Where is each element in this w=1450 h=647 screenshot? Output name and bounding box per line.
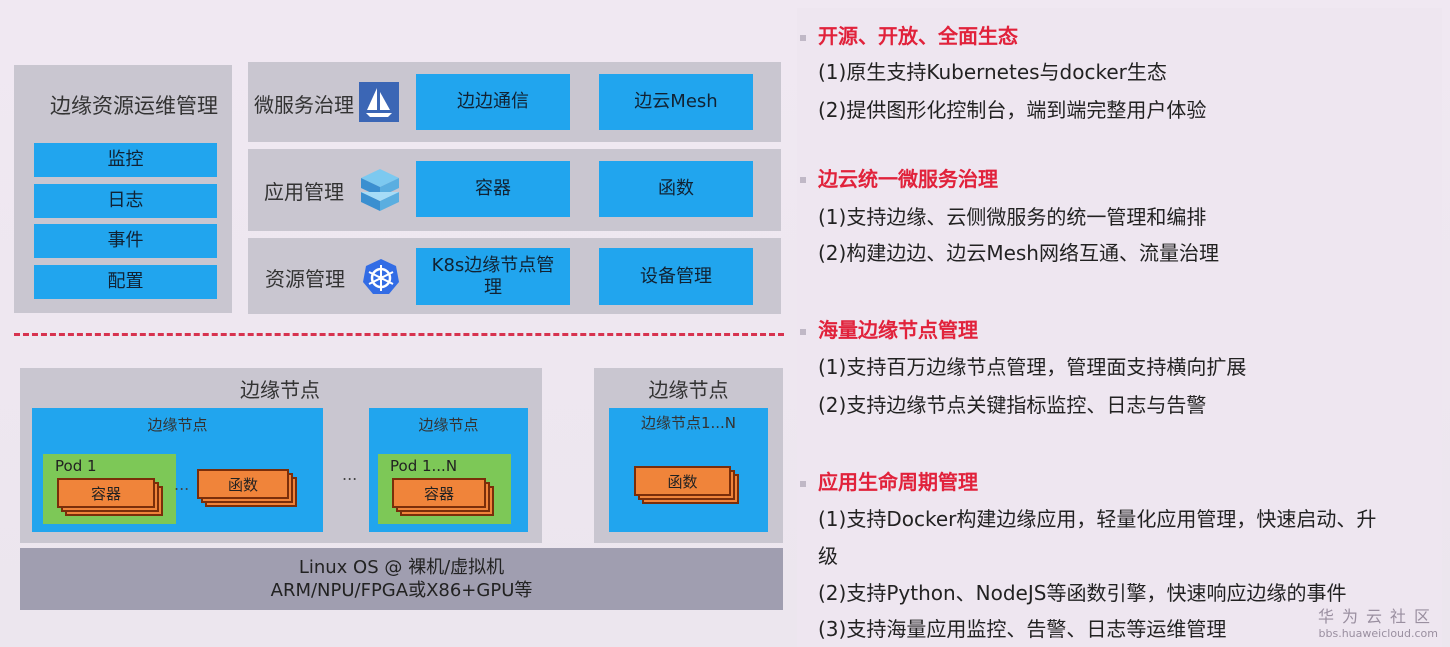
feature-1-item-2: (2)提供图形化控制台，端到端完整用户体验 <box>818 98 1207 122</box>
container-stack-a: 容器 <box>57 478 163 516</box>
container-card-a: 容器 <box>57 478 155 508</box>
bullet-2 <box>800 177 806 183</box>
k8s-node-mgmt-box: K8s边缘节点管理 <box>416 248 570 305</box>
edge-node-group-2-title: 边缘节点 <box>648 378 729 402</box>
pod-b-label: Pod 1...N <box>390 457 458 475</box>
device-mgmt-box: 设备管理 <box>599 248 753 305</box>
function-card-a: 函数 <box>197 469 289 499</box>
feature-1-title: 开源、开放、全面生态 <box>818 24 1018 48</box>
watermark: 华为云社区 bbs.huaweicloud.com <box>1318 603 1438 640</box>
feature-3-item-1: (1)支持百万边缘节点管理，管理面支持横向扩展 <box>818 355 1247 379</box>
container-card-b: 容器 <box>392 478 486 508</box>
feature-1-item-1: (1)原生支持Kubernetes与docker生态 <box>818 60 1167 84</box>
function-box: 函数 <box>599 161 753 217</box>
feature-3-title: 海量边缘节点管理 <box>818 318 978 342</box>
feature-4-item-3: (3)支持海量应用监控、告警、日志等运维管理 <box>818 617 1227 641</box>
function-stack-c: 函数 <box>634 466 739 504</box>
pod-a-label: Pod 1 <box>55 457 97 475</box>
os-line-1: Linux OS @ 裸机/虚拟机 <box>298 557 505 578</box>
layer-separator <box>14 333 784 336</box>
container-stack-icon <box>355 165 405 217</box>
bullet-1 <box>800 35 806 41</box>
feature-2-item-2: (2)构建边边、边云Mesh网络互通、流量治理 <box>818 241 1219 265</box>
feature-2-item-1: (1)支持边缘、云侧微服务的统一管理和编排 <box>818 205 1207 229</box>
microservice-label: 微服务治理 <box>254 92 354 117</box>
ops-panel-title: 边缘资源运维管理 <box>50 94 218 118</box>
feature-4-item-2: (2)支持Python、NodeJS等函数引擎，快速响应边缘的事件 <box>818 581 1347 605</box>
edge-node-group-1-title: 边缘节点 <box>240 378 320 402</box>
resource-mgmt-label: 资源管理 <box>265 266 345 291</box>
istio-sail-icon <box>359 82 399 122</box>
edge-node-b-title: 边缘节点 <box>418 416 479 434</box>
feature-4-title: 应用生命周期管理 <box>818 470 978 494</box>
kubernetes-helm-icon <box>361 257 401 297</box>
edge-cloud-mesh-box: 边云Mesh <box>599 74 753 130</box>
container-box: 容器 <box>416 161 570 217</box>
ellipsis-inner: ... <box>174 475 190 494</box>
ellipsis-outer: ... <box>342 465 358 484</box>
watermark-url: bbs.huaweicloud.com <box>1318 627 1438 640</box>
app-mgmt-label: 应用管理 <box>264 179 344 204</box>
ops-item-event: 事件 <box>34 224 217 258</box>
ops-item-log: 日志 <box>34 184 217 218</box>
feature-4-item-1-cont: 级 <box>818 544 838 568</box>
edge-edge-comm-box: 边边通信 <box>416 74 570 130</box>
edge-node-a-title: 边缘节点 <box>147 416 208 434</box>
feature-4-item-1: (1)支持Docker构建边缘应用，轻量化应用管理，快速启动、升 <box>818 507 1377 531</box>
bullet-3 <box>800 329 806 335</box>
container-stack-b: 容器 <box>392 478 494 516</box>
os-bar: Linux OS @ 裸机/虚拟机 ARM/NPU/FPGA或X86+GPU等 <box>20 548 783 610</box>
feature-panel <box>797 8 1442 647</box>
os-line-2: ARM/NPU/FPGA或X86+GPU等 <box>270 580 533 601</box>
ops-item-monitor: 监控 <box>34 143 217 177</box>
function-card-c: 函数 <box>634 466 731 496</box>
feature-2-title: 边云统一微服务治理 <box>818 167 998 191</box>
function-stack-a: 函数 <box>197 469 297 507</box>
bullet-4 <box>800 481 806 487</box>
feature-3-item-2: (2)支持边缘节点关键指标监控、日志与告警 <box>818 393 1207 417</box>
watermark-name: 华为云社区 <box>1317 607 1438 626</box>
edge-node-c-title: 边缘节点1...N <box>640 414 737 432</box>
ops-item-config: 配置 <box>34 265 217 299</box>
